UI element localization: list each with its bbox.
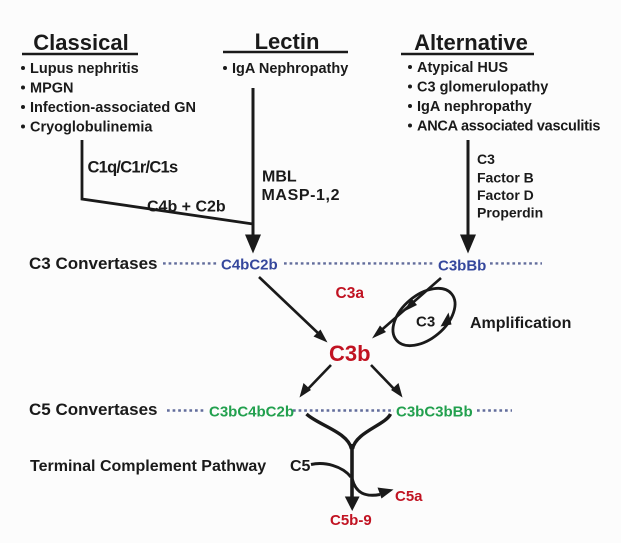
svg-text:Terminal Complement Pathway: Terminal Complement Pathway: [30, 458, 266, 475]
svg-text:Infection-associated GN: Infection-associated GN: [30, 100, 196, 116]
svg-text:C5b-9: C5b-9: [330, 512, 372, 529]
svg-text:C3bBb: C3bBb: [438, 258, 486, 275]
svg-text:IgA nephropathy: IgA nephropathy: [417, 99, 532, 115]
svg-text:C3bC4bC2b: C3bC4bC2b: [209, 404, 294, 421]
svg-text:Alternative: Alternative: [414, 30, 528, 55]
svg-text:C3: C3: [477, 151, 495, 167]
svg-text:C3b: C3b: [329, 341, 371, 366]
svg-text:IgA Nephropathy: IgA Nephropathy: [232, 61, 348, 77]
svg-text:C3: C3: [416, 314, 435, 331]
svg-text:Classical: Classical: [33, 30, 128, 55]
svg-text:C4b + C2b: C4b + C2b: [147, 199, 226, 216]
svg-text:C1q/C1r/C1s: C1q/C1r/C1s: [88, 159, 178, 177]
svg-text:C3a: C3a: [336, 285, 365, 302]
svg-text:Lectin: Lectin: [255, 29, 320, 54]
svg-text:C3 Convertases: C3 Convertases: [29, 254, 158, 273]
svg-text:MPGN: MPGN: [30, 81, 74, 97]
svg-text:Cryoglobulinemia: Cryoglobulinemia: [30, 120, 153, 136]
svg-text:Atypical HUS: Atypical HUS: [417, 60, 508, 76]
svg-text:C4bC2b: C4bC2b: [221, 257, 278, 274]
svg-text:Properdin: Properdin: [477, 205, 543, 221]
svg-text:C5: C5: [290, 458, 311, 475]
svg-text:MBL: MBL: [262, 169, 297, 186]
svg-text:C3bC3bBb: C3bC3bBb: [396, 404, 473, 421]
svg-text:C5a: C5a: [395, 488, 423, 505]
svg-text:C3 glomerulopathy: C3 glomerulopathy: [417, 80, 548, 96]
svg-text:MASP-1,2: MASP-1,2: [262, 187, 341, 204]
svg-text:Amplification: Amplification: [470, 315, 571, 332]
svg-text:ANCA associated vasculitis: ANCA associated vasculitis: [417, 119, 600, 135]
svg-text:C5 Convertases: C5 Convertases: [29, 400, 158, 419]
svg-text:Factor D: Factor D: [477, 187, 534, 203]
svg-text:Lupus nephritis: Lupus nephritis: [30, 61, 139, 77]
svg-text:Factor B: Factor B: [477, 170, 534, 186]
